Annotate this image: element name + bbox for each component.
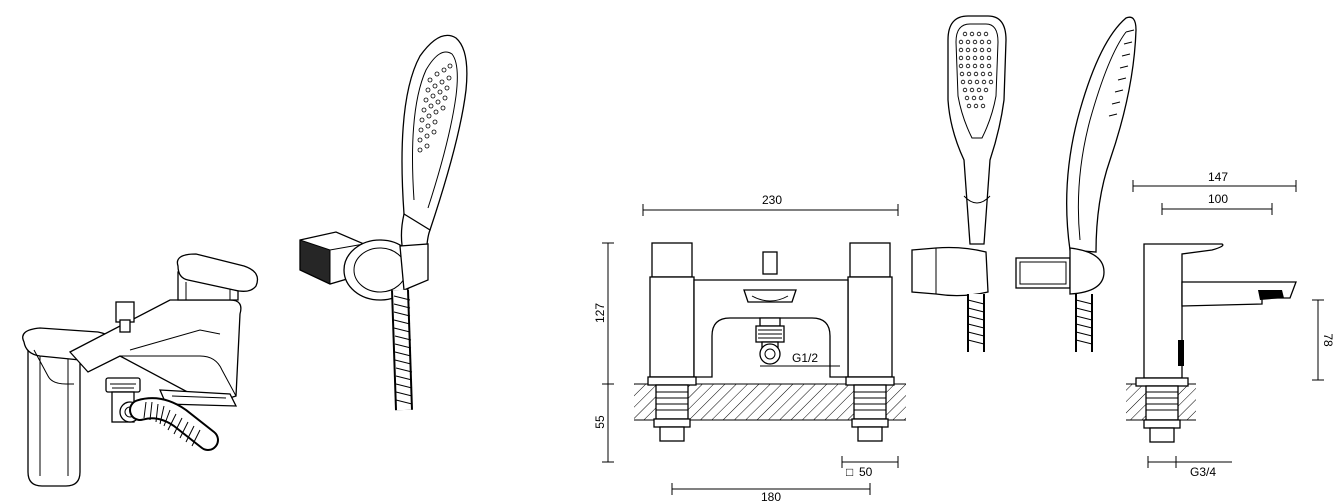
dim-outlet-thread: G1/2 [792,351,818,365]
front-elevation-view: 230 127 55 G1/2 [593,193,906,503]
isometric-mixer-view [22,253,259,487]
dim-inlet-thread: G3/4 [1190,465,1216,479]
dim-square-base: 50 [859,465,873,479]
handset-side-view [1015,16,1137,352]
dim-side-reach-total: 147 [1208,170,1228,184]
front-left-base [647,376,697,442]
dim-front-width: 230 [762,193,782,207]
dim-pillar-centres: 180 [761,490,781,503]
handset-front-view [911,15,1007,352]
square-symbol: □ [846,465,853,479]
dim-side-reach-spout: 100 [1208,192,1228,206]
dim-side-spout-height: 78 [1321,333,1333,347]
isometric-spray-nozzles [417,63,453,153]
isometric-handset-view [299,34,468,411]
side-elevation-view: 147 100 78 G3/4 [1126,170,1333,479]
front-right-base [845,376,895,442]
dim-deck-thickness: 55 [593,415,607,429]
dim-front-height: 127 [593,303,607,323]
front-spray-nozzles [958,31,994,109]
